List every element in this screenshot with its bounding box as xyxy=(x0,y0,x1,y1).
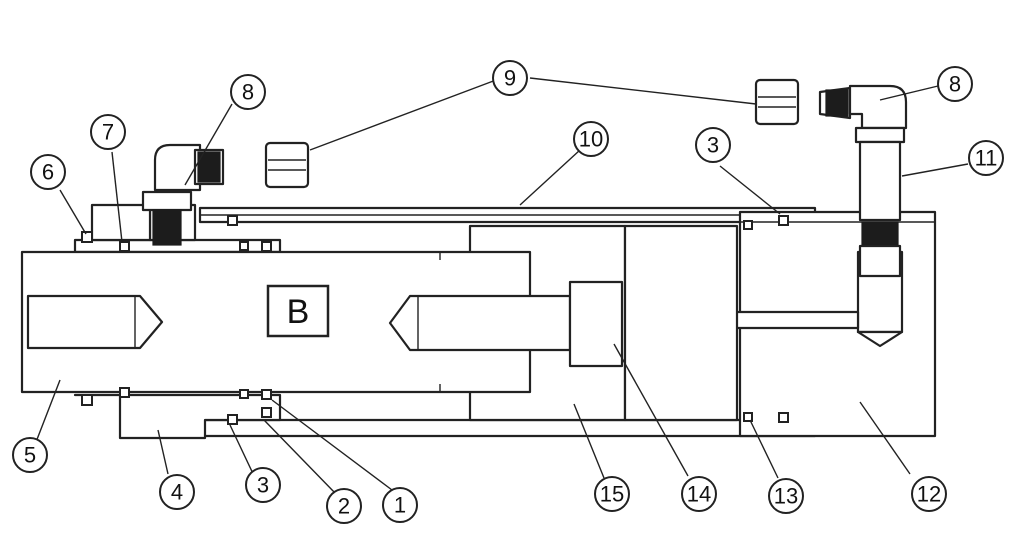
callout-label-7: 7 xyxy=(102,120,114,145)
callout-6: 6 xyxy=(30,154,66,190)
callout-label-2: 2 xyxy=(338,494,350,519)
callout-7: 7 xyxy=(90,114,126,150)
callout-label-10: 10 xyxy=(579,127,603,152)
elbow-fitting-right xyxy=(818,84,908,130)
end-cap xyxy=(734,210,937,438)
callout-label-3-top: 3 xyxy=(707,133,719,158)
callout-label-11: 11 xyxy=(975,146,998,171)
rod-seal xyxy=(119,241,130,252)
callout-9: 9 xyxy=(492,60,528,96)
callout-10: 10 xyxy=(573,121,609,157)
hex-nut-left xyxy=(264,141,310,189)
callout-label-8-right: 8 xyxy=(949,72,961,97)
callout-label-6: 6 xyxy=(42,160,54,185)
wiper-seal xyxy=(81,394,93,406)
port-adapter xyxy=(854,126,906,278)
cross-passage xyxy=(734,310,860,330)
rod-seal xyxy=(261,241,272,252)
rod-seal xyxy=(239,241,249,251)
callout-label-9: 9 xyxy=(504,66,516,91)
callout-label-13: 13 xyxy=(774,484,798,509)
o-ring-seal xyxy=(227,414,238,425)
marker-b: B xyxy=(266,284,330,338)
hex-nut-right xyxy=(754,78,800,126)
callout-1: 1 xyxy=(382,487,418,523)
rod-seal xyxy=(239,389,249,399)
wiper-seal xyxy=(81,231,93,243)
callout-4: 4 xyxy=(159,474,195,510)
marker-label: B xyxy=(287,293,310,331)
callout-label-15: 15 xyxy=(600,482,624,507)
o-ring-seal xyxy=(227,215,238,226)
callout-label-8-left: 8 xyxy=(242,80,254,105)
callout-label-5: 5 xyxy=(24,443,36,468)
callout-12: 12 xyxy=(911,476,947,512)
piston-nut xyxy=(568,280,624,368)
leader-lines xyxy=(35,77,969,495)
callout-label-12: 12 xyxy=(917,482,941,507)
callout-3-bottom: 3 xyxy=(245,467,281,503)
callout-label-14: 14 xyxy=(687,482,711,507)
callout-2: 2 xyxy=(326,488,362,524)
callout-3-top: 3 xyxy=(695,127,731,163)
callout-14: 14 xyxy=(681,476,717,512)
callout-label-4: 4 xyxy=(171,480,183,505)
rod-seal xyxy=(119,387,130,398)
callout-8-right: 8 xyxy=(937,66,973,102)
o-ring-seal xyxy=(778,215,789,226)
callout-15: 15 xyxy=(594,476,630,512)
callout-5: 5 xyxy=(12,437,48,473)
callout-8-left: 8 xyxy=(230,74,266,110)
callout-11: 11 xyxy=(968,140,1004,176)
backup-ring xyxy=(743,220,753,230)
seals xyxy=(81,215,789,425)
o-ring-seal xyxy=(778,412,789,423)
rod-seal xyxy=(261,389,272,400)
callout-label-3-bottom: 3 xyxy=(257,473,269,498)
callout-13: 13 xyxy=(768,478,804,514)
callout-label-1: 1 xyxy=(394,493,406,518)
rod-wiper xyxy=(261,407,272,418)
backup-ring xyxy=(743,412,753,422)
